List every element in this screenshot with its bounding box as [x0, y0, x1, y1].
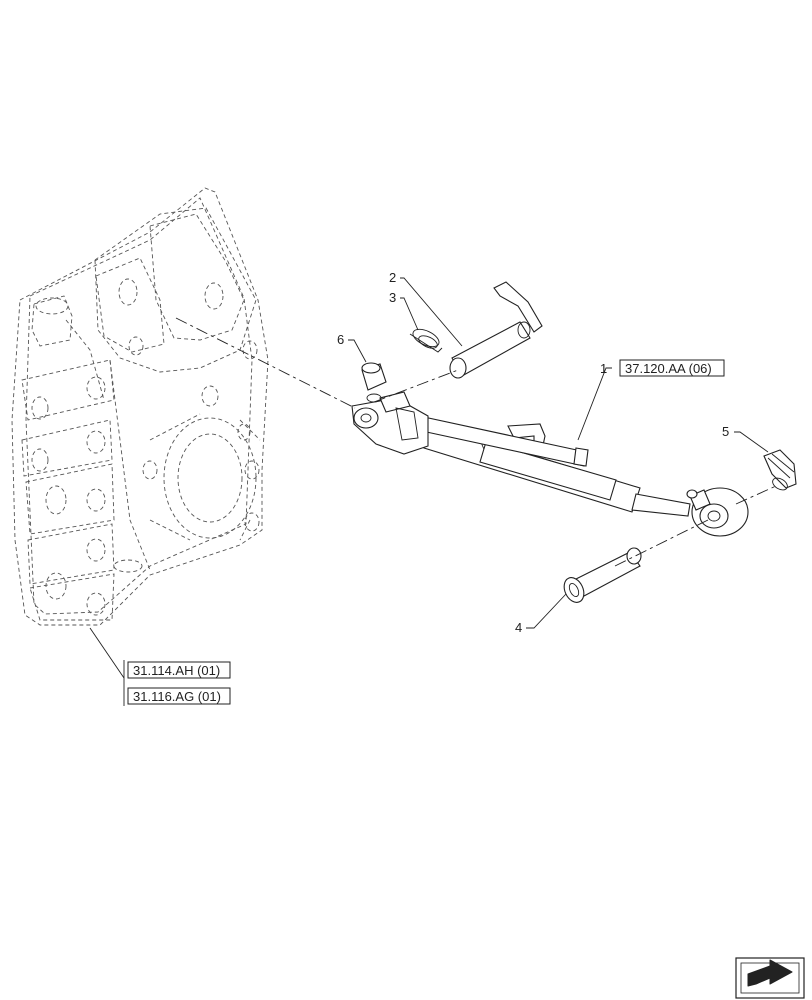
- reference-housing-box-1[interactable]: 31.114.AH (01): [123, 660, 231, 706]
- callout-2: 2: [389, 270, 396, 285]
- callout-3: 3: [389, 290, 396, 305]
- rear-housing: [11, 187, 269, 626]
- clip-5: [763, 449, 797, 491]
- callout-numbers: 1 2 3 4 5 6: [337, 270, 729, 635]
- plug-6: [361, 362, 387, 403]
- reference-link-box[interactable]: 37.120.AA (06): [619, 359, 725, 377]
- reference-housing-box-2[interactable]: 31.116.AG (01): [127, 687, 231, 705]
- reference-housing-text-2: 31.116.AG (01): [133, 689, 221, 704]
- callout-1: 1: [600, 361, 607, 376]
- pin-2: [449, 281, 543, 379]
- pin-4: [563, 547, 642, 603]
- reference-link-text: 37.120.AA (06): [625, 361, 712, 376]
- leader-lines: [89, 277, 769, 679]
- top-link-assembly: [351, 391, 749, 537]
- center-lines: [175, 317, 777, 567]
- back-arrow-icon[interactable]: [735, 957, 805, 999]
- reference-housing-text-1: 31.114.AH (01): [133, 663, 220, 678]
- callout-6: 6: [337, 332, 344, 347]
- clip-3: [409, 328, 443, 353]
- callout-5: 5: [722, 424, 729, 439]
- callout-4: 4: [515, 620, 522, 635]
